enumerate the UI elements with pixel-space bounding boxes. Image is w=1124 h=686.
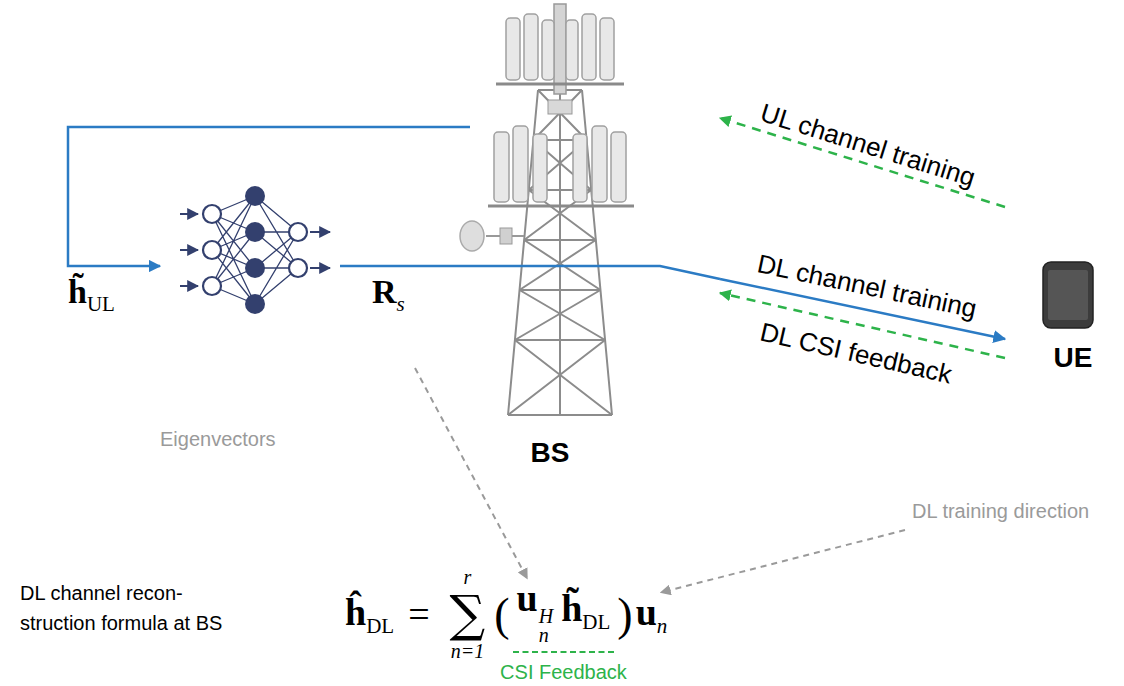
base-station: BS <box>458 0 720 475</box>
subscript: DL <box>582 610 610 634</box>
leader-line <box>415 368 527 579</box>
formula: ĥDL = r∑n=1 ( uHn h̃DL CSI Feedback ) un <box>345 566 667 662</box>
math-symbol: R <box>372 273 397 310</box>
feedback-underline: uHn h̃DL CSI Feedback <box>513 576 615 653</box>
math-symbol: u <box>517 577 538 619</box>
annotation: DL training direction <box>912 500 1089 523</box>
limit: n=1 <box>451 640 485 662</box>
annotation: Eigenvectors <box>160 428 276 451</box>
node-label: BS <box>531 436 570 470</box>
math-symbol: h̃ <box>561 587 582 629</box>
description: DL channel recon- struction formula at B… <box>20 582 222 634</box>
subscript: UL <box>87 292 115 316</box>
limit: r <box>464 566 472 588</box>
annotation: DL training direction <box>912 500 1089 522</box>
superscript: H <box>539 605 553 627</box>
math-symbol: h̃UL <box>68 270 115 326</box>
edge-label: UL channel training <box>757 98 979 193</box>
description: DL channel recon- struction formula at B… <box>20 578 245 638</box>
math-operator: = <box>408 593 429 635</box>
parenthesis: ) <box>617 589 632 640</box>
subscript: n <box>657 614 668 638</box>
sum-symbol: ∑ <box>450 585 486 643</box>
node-label: UE <box>1054 341 1093 375</box>
subscript: n <box>539 624 549 646</box>
math-symbol: h̃ <box>68 273 87 310</box>
math-symbol: ĥ <box>345 591 366 633</box>
edge-label: DL channel training <box>755 248 979 323</box>
annotation: Eigenvectors <box>160 428 276 450</box>
math-symbol: Rs <box>372 270 405 326</box>
user-equipment: UE <box>1005 195 1117 380</box>
parenthesis: ( <box>494 589 509 640</box>
math-symbol: u <box>636 591 657 633</box>
subscript: s <box>397 292 405 316</box>
subscript: DL <box>366 614 394 638</box>
feedback-label: CSI Feedback <box>500 661 627 683</box>
edge-label: DL CSI feedback <box>758 316 955 389</box>
leader-line <box>661 530 905 593</box>
